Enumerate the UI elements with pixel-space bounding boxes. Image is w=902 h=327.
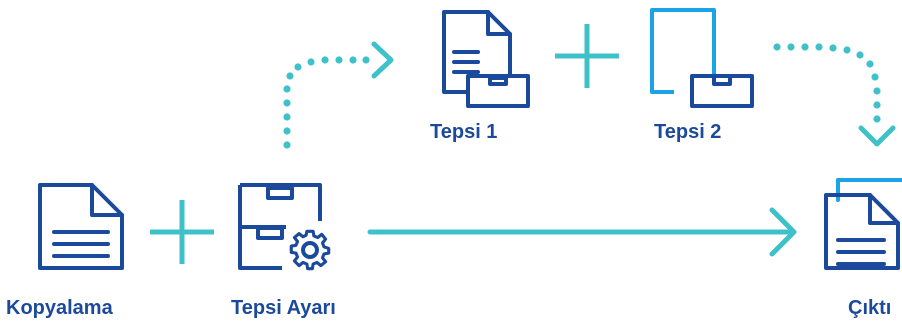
- tray-setting-label: Tepsi Ayarı: [231, 297, 336, 319]
- tray1-label: Tepsi 1: [430, 121, 498, 143]
- tray2-label: Tepsi 2: [654, 121, 722, 143]
- long-arrow: [367, 207, 797, 257]
- dotted-arrow-head-down: [858, 125, 896, 147]
- dotted-arrow-down: [773, 43, 881, 123]
- output-document-icon: [824, 178, 902, 270]
- document-icon: [38, 183, 124, 270]
- document-tray-icon: [442, 10, 530, 108]
- plus-icon: [555, 24, 619, 88]
- output-label: Çıktı: [848, 297, 892, 319]
- tray-gear-icon: [238, 183, 331, 271]
- plus-icon: [150, 200, 214, 264]
- dotted-arrow-head-right: [371, 41, 394, 79]
- copy-label: Kopyalama: [6, 297, 113, 319]
- blank-sheet-tray-icon: [650, 8, 754, 108]
- dotted-arrow-up: [283, 56, 370, 149]
